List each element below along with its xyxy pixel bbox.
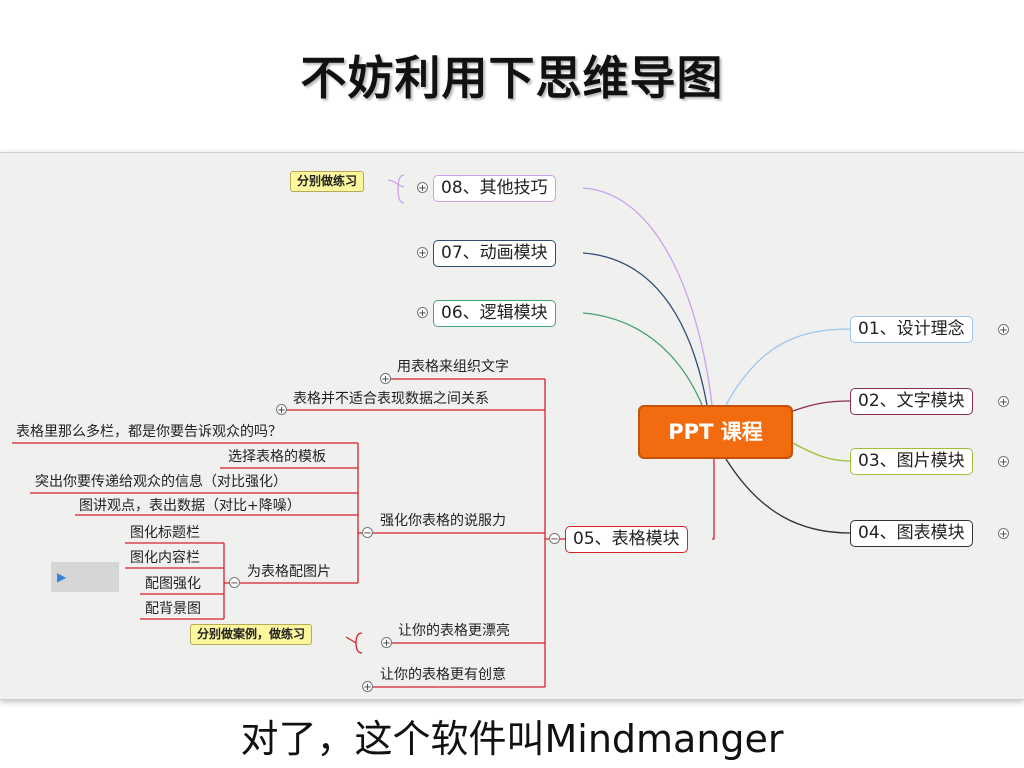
expand-icon[interactable]: + <box>417 182 428 194</box>
slide-title: 不妨利用下思维导图 <box>300 51 724 105</box>
expand-icon[interactable]: + <box>276 404 287 416</box>
slide-caption: 对了，这个软件叫Mindmanger <box>240 717 784 761</box>
expand-icon[interactable]: + <box>998 528 1009 540</box>
expand-icon[interactable]: + <box>998 456 1009 468</box>
expand-icon[interactable]: + <box>417 247 428 259</box>
note-case-practice[interactable]: 分别做案例，做练习 <box>190 624 313 645</box>
subtopic-organize[interactable]: 用表格来组织文字 <box>397 359 509 375</box>
expand-icon[interactable]: + <box>417 307 428 319</box>
subtopic-persuasion[interactable]: 强化你表格的说服力 <box>380 513 506 529</box>
picture-item-2[interactable]: 图化内容栏 <box>130 550 200 566</box>
persuasion-item-4[interactable]: 图讲观点，表出数据（对比+降噪） <box>79 498 301 514</box>
subtopic-creative[interactable]: 让你的表格更有创意 <box>380 667 506 683</box>
expand-icon[interactable]: + <box>380 373 391 385</box>
subtopic-prettier[interactable]: 让你的表格更漂亮 <box>398 623 510 639</box>
topic-03[interactable]: 03、图片模块 <box>850 448 973 475</box>
collapse-icon[interactable]: − <box>229 577 240 589</box>
subtopic-pictures[interactable]: 为表格配图片 <box>247 564 331 580</box>
topic-06[interactable]: 06、逻辑模块 <box>433 300 556 327</box>
selection-highlight <box>51 562 119 592</box>
central-topic[interactable]: PPT 课程 <box>638 405 793 459</box>
collapse-icon[interactable]: − <box>362 527 373 539</box>
topic-02[interactable]: 02、文字模块 <box>850 388 973 415</box>
persuasion-item-3[interactable]: 突出你要传递给观众的信息（对比强化） <box>35 474 287 490</box>
collapse-icon[interactable]: − <box>549 533 560 545</box>
topic-05[interactable]: 05、表格模块 <box>565 526 688 553</box>
expand-icon[interactable]: + <box>998 324 1009 336</box>
expand-icon[interactable]: + <box>998 396 1009 408</box>
picture-item-1[interactable]: 图化标题栏 <box>130 525 200 541</box>
topic-01[interactable]: 01、设计理念 <box>850 316 973 343</box>
play-triangle-icon: ▶ <box>57 570 67 584</box>
topic-04[interactable]: 04、图表模块 <box>850 520 973 547</box>
topic-07[interactable]: 07、动画模块 <box>433 240 556 267</box>
expand-icon[interactable]: + <box>362 681 373 693</box>
mindmap-canvas[interactable]: PPT 课程 01、设计理念 + 02、文字模块 + 03、图片模块 + 04、… <box>0 152 1024 700</box>
subtopic-not-fit[interactable]: 表格并不适合表现数据之间关系 <box>293 391 489 407</box>
picture-item-4[interactable]: 配背景图 <box>145 601 201 617</box>
expand-icon[interactable]: + <box>381 637 392 649</box>
persuasion-item-2[interactable]: 选择表格的模板 <box>228 449 326 465</box>
note-practice[interactable]: 分别做练习 <box>290 171 365 192</box>
persuasion-item-1[interactable]: 表格里那么多栏，都是你要告诉观众的吗？ <box>16 424 282 440</box>
picture-item-3[interactable]: 配图强化 <box>145 576 201 592</box>
mindmap-connectors <box>12 174 851 688</box>
topic-08[interactable]: 08、其他技巧 <box>433 175 556 202</box>
